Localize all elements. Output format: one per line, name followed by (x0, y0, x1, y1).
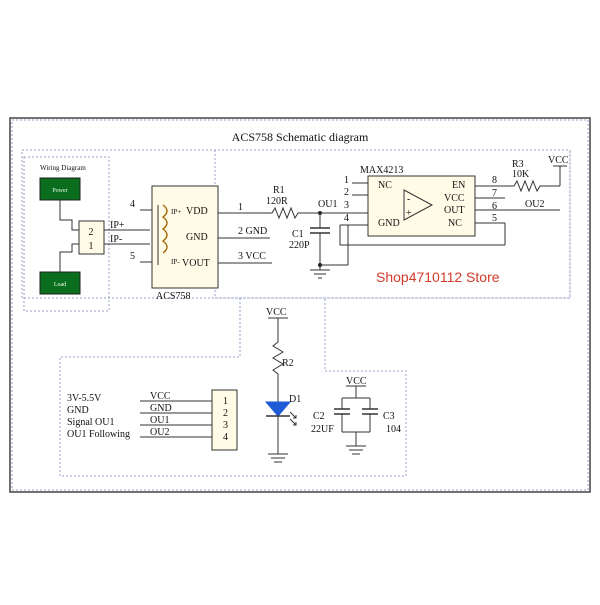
power-wire (59, 200, 79, 231)
sensor-out2: 2 GND (238, 226, 267, 237)
inner-dotted-frame (11, 119, 589, 491)
conn-pin-2: 2 (223, 408, 228, 419)
opamp-nc2: NC (448, 218, 462, 229)
wiring-region (23, 156, 110, 312)
r3-name: R3 (512, 159, 524, 170)
r3-value: 10K (512, 169, 530, 180)
conn-label-2: GND (67, 405, 89, 416)
diagram-title: ACS758 Schematic diagram (232, 130, 369, 144)
output-connector: 3V-5.5V GND Signal OU1 OU1 Following VCC… (67, 389, 238, 451)
wiring-heading: Wiring Diagram (40, 164, 86, 172)
conn-net-3: OU1 (150, 415, 169, 426)
opamp-pin6: 6 (492, 201, 497, 212)
sensor-ipp: IP+ (171, 208, 181, 216)
c1-name: C1 (292, 229, 304, 240)
opamp-pin2: 2 (344, 187, 349, 198)
sensor-out3: 3 VCC (238, 251, 266, 262)
vcc-label-led: VCC (266, 307, 287, 318)
sensor-name: ACS758 (156, 291, 190, 302)
ip-plus-label: IP+ (110, 220, 125, 231)
input-pin-2: 2 (89, 227, 94, 238)
opamp-nc1: NC (378, 180, 392, 191)
sensor-out1: 1 (238, 202, 243, 213)
opamp-pin4: 4 (344, 213, 349, 224)
c2-name: C2 (313, 411, 325, 422)
c2-value: 22UF (311, 424, 334, 435)
opamp-body (367, 175, 476, 237)
c3-name: C3 (383, 411, 395, 422)
sensor-gnd-label: GND (186, 232, 208, 243)
d1-name: D1 (289, 394, 301, 405)
conn-label-1: 3V-5.5V (67, 393, 102, 404)
opamp-pin5: 5 (492, 213, 497, 224)
acs758-sensor: IP+ IP- VDD GND VOUT 4 5 ACS758 1 2 GND … (130, 185, 272, 302)
conn-net-4: OU2 (150, 427, 169, 438)
vcc-label-top: VCC (548, 155, 569, 166)
opamp-minus: - (407, 194, 410, 205)
c3-value: 104 (386, 424, 401, 435)
ou1-label: OU1 (318, 199, 337, 210)
conn-label-4: OU1 Following (67, 429, 130, 440)
input-connector (78, 220, 105, 255)
conn-net-2: GND (150, 403, 172, 414)
opamp-plus: + (406, 208, 412, 219)
opamp-pin8: 8 (492, 175, 497, 186)
store-label: Shop4710112 Store (376, 269, 500, 285)
sensor-vdd-label: VDD (186, 206, 208, 217)
r1-value: 120R (266, 196, 288, 207)
conn-pin-3: 3 (223, 420, 228, 431)
conn-body (211, 389, 238, 451)
opamp-pin3: 3 (344, 200, 349, 211)
r2-name: R2 (282, 358, 294, 369)
ip-minus-label: IP- (110, 234, 122, 245)
led-diode-icon (264, 401, 292, 417)
conn-label-3: Signal OU1 (67, 417, 115, 428)
outer-frame (9, 117, 591, 493)
vcc-label-caps: VCC (346, 376, 367, 387)
r3-resistor: R3 10K VCC OU2 (510, 155, 569, 210)
opamp-vcc: VCC (444, 193, 465, 204)
conn-pin-1: 1 (223, 396, 228, 407)
power-label: Power (52, 188, 67, 194)
c1-capacitor: C1 220P (289, 213, 349, 279)
led-circuit: VCC R2 D1 (264, 307, 301, 463)
opamp-triangle-icon (403, 189, 434, 221)
wiring-diagram: Wiring Diagram Power Load 2 1 IP+ IP- (39, 164, 150, 295)
r1-name: R1 (273, 185, 285, 196)
conn-net-1: VCC (150, 391, 171, 402)
load-wire (59, 243, 79, 272)
bottom-region (59, 298, 407, 477)
max4213-opamp: MAX4213 NC GND EN VCC OUT NC - + 1 2 3 4… (320, 165, 560, 246)
opamp-pin1: 1 (344, 175, 349, 186)
r3-zigzag (510, 179, 560, 193)
light-emission-icon (289, 411, 297, 426)
opamp-en: EN (452, 180, 465, 191)
opamp-out: OUT (444, 205, 465, 216)
c1-value: 220P (289, 240, 310, 251)
decoupling-caps: VCC C2 22UF C3 104 (311, 376, 401, 455)
coil-icon (161, 204, 168, 254)
acs758-body (151, 185, 219, 289)
opamp-name: MAX4213 (360, 165, 403, 176)
sensor-pin4: 4 (130, 199, 135, 210)
sensor-pin5: 5 (130, 251, 135, 262)
load-label: Load (54, 282, 66, 288)
opamp-gnd: GND (378, 218, 400, 229)
input-pin-1: 1 (89, 241, 94, 252)
opamp-pin7: 7 (492, 188, 497, 199)
ou2-label: OU2 (525, 199, 544, 210)
r1-zigzag (268, 206, 320, 220)
sensor-vout-label: VOUT (182, 258, 210, 269)
conn-pin-4: 4 (223, 432, 228, 443)
r2-zigzag (272, 341, 284, 375)
sensor-ipm: IP- (171, 258, 180, 266)
